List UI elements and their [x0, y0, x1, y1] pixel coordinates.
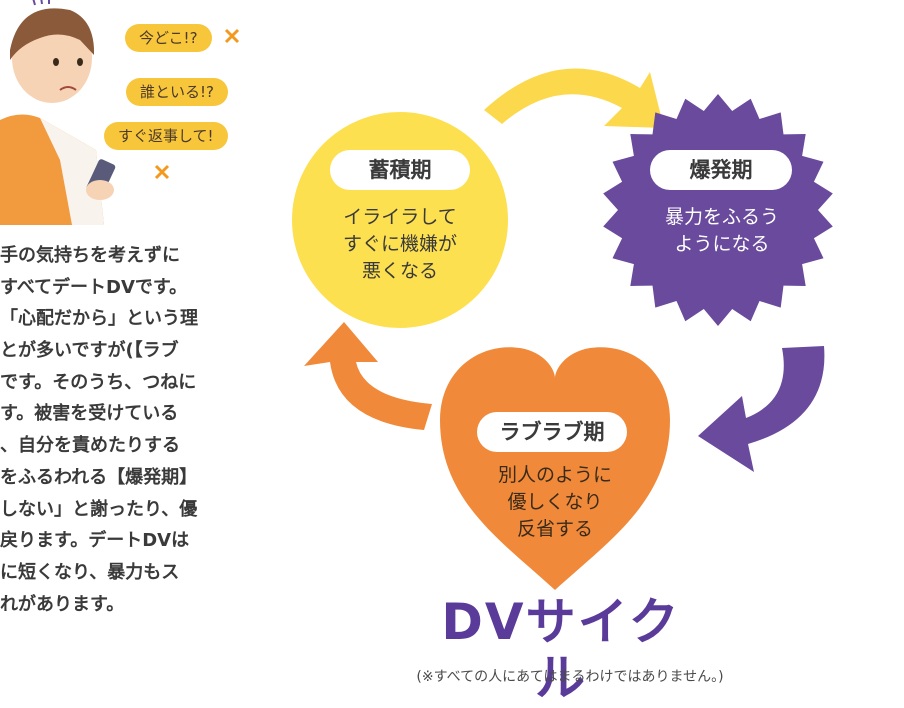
body-line: 、自分を責めたりする [0, 435, 180, 457]
body-line: 手の気持ちを考えずに [0, 245, 180, 266]
arrow-lovelove-to-accumulation [304, 322, 432, 430]
body-line: 「心配だから」という理 [0, 308, 198, 330]
body-line: すべてデートDVです。 [0, 276, 188, 298]
diagram-title: DVサイクル [441, 593, 681, 707]
stage-desc-lovelove: 別人のように 優しくなり 反省する [497, 464, 612, 540]
stage-label-accumulation: 蓄積期 [330, 150, 470, 190]
body-line: 戻ります。デートDVは [0, 530, 190, 552]
body-line: とが多いですが(【ラブ [0, 340, 179, 362]
body-text: 手の気持ちを考えずに すべてデートDVです。 「心配だから」という理 とが多いで… [0, 240, 272, 620]
stage-desc-accumulation: イライラして すぐに機嫌が 悪くなる [342, 206, 457, 282]
stage-label-lovelove: ラブラブ期 [477, 412, 627, 452]
stage-desc-explosion: 暴力をふるう ようになる [664, 206, 779, 255]
speech-bubble: すぐ返事して! [104, 122, 228, 150]
body-line: をふるわれる【爆発期】 [0, 466, 198, 488]
body-line: れがあります。 [0, 593, 125, 615]
stage-label-explosion: 爆発期 [650, 150, 792, 190]
body-line: す。被害を受けている [0, 403, 179, 425]
worried-woman-illustration [0, 0, 240, 225]
arrow-explosion-to-lovelove [698, 346, 825, 472]
speech-bubble: 誰といる!? [126, 78, 228, 106]
body-line: に短くなり、暴力もス [0, 561, 180, 583]
stage-lovelove-shape [440, 347, 670, 590]
arrow-accumulation-to-explosion [484, 68, 664, 128]
speech-bubble: 今どこ!? [125, 24, 212, 52]
illustration [0, 0, 290, 225]
footnote: (※すべての人にあてはまるわけではありません。) [416, 669, 724, 685]
body-line: しない」と謝ったり、優 [0, 498, 198, 520]
body-line: です。そのうち、つねに [0, 371, 197, 393]
